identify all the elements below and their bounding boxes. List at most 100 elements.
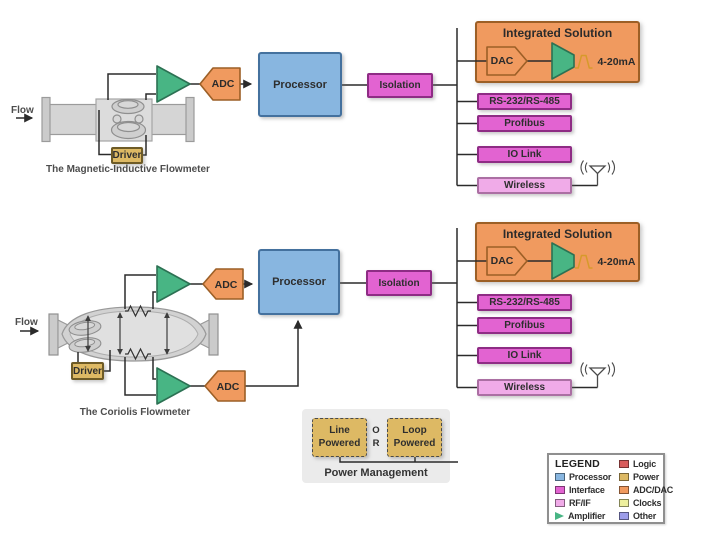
other-swatch [619,512,629,521]
processor-swatch [555,473,565,482]
interface-label: RS-232/RS-485 [489,297,560,308]
wire [124,357,156,396]
isolation-label: Isolation [379,79,421,91]
interface-block-profibus[interactable]: Profibus [477,317,572,334]
line-powered-block[interactable]: Line Powered [312,418,367,457]
interface-label: RS-232/RS-485 [489,96,560,107]
amplifier-icon[interactable] [156,65,191,103]
wire [152,357,156,380]
legend-item-amplifier: Amplifier [555,511,611,521]
loop-powered-block[interactable]: Loop Powered [387,418,442,457]
flowmeter-caption: The Magnetic-Inductive Flowmeter [46,164,210,175]
wire [339,457,458,463]
logic-swatch [619,460,629,469]
interface-label: IO Link [507,149,542,160]
interface-block-io-link[interactable]: IO Link [477,146,572,163]
coil-top-inner [117,100,139,109]
processor-block[interactable]: Processor [258,52,342,117]
legend-item-label: RF/IF [569,498,591,509]
amplifier-icon[interactable] [156,367,191,405]
legend-item-label: Interface [569,485,605,496]
magnetic-flowmeter-graphic [41,96,195,143]
interface-block-io-link[interactable]: IO Link [477,347,572,364]
driver-block[interactable]: Driver [111,146,143,164]
legend-item-label: ADC/DAC [633,485,674,496]
pipe-flange-left [41,96,51,143]
legend-item-adc-dac: ADC/DAC [619,485,673,495]
electrode-left [112,114,122,124]
wire [145,93,156,100]
interface-block-profibus[interactable]: Profibus [477,115,572,132]
interface-block-rs232-rs485[interactable]: RS-232/RS-485 [477,93,572,110]
legend-item-label: Amplifier [568,511,606,522]
interface-swatch [555,486,565,495]
legend-item-clocks: Clocks [619,498,673,508]
wire [124,274,156,309]
flowmeter-caption: The Coriolis Flowmeter [79,407,191,418]
pulse-icon [575,254,593,269]
power-management-title: Power Management [324,467,428,479]
electrode-right [134,114,144,124]
wireless-block[interactable]: Wireless [477,177,572,194]
flow-label: Flow [15,317,38,328]
driver-label: Driver [73,365,102,377]
current-loop-output-label: 4-20mA [597,255,636,268]
antenna-icon [580,160,616,186]
legend-item-interface: Interface [555,485,611,495]
wireless-block[interactable]: Wireless [477,379,572,396]
adc-block-shape[interactable] [202,268,244,300]
pulse-icon [575,54,593,69]
power-swatch [619,473,629,482]
legend-title-row: LEGEND [555,458,611,471]
adc-label: ADC [211,78,235,90]
adc-label: ADC [214,279,238,291]
legend-item-label: Logic [633,459,656,470]
legend-item-logic: Logic [619,459,673,469]
amplifier-icon[interactable] [551,42,575,80]
wire [98,110,111,156]
isolation-block[interactable]: Isolation [367,72,433,98]
amplifier-icon[interactable] [551,242,575,280]
legend-panel: LEGEND Processor Interface RF/IF Amplifi… [547,453,673,524]
amplifier-icon[interactable] [156,265,191,303]
integrated-solution-title: Integrated Solution [502,227,613,241]
driver-block[interactable]: Driver [71,362,104,380]
dac-label: DAC [490,255,514,267]
isolation-block[interactable]: Isolation [366,270,432,296]
pickoff-resistor-top [125,304,151,318]
legend-item-other: Other [619,511,673,521]
legend-right-column: Logic Power ADC/DAC Clocks Other [619,459,673,521]
interface-block-rs232-rs485[interactable]: RS-232/RS-485 [477,294,572,311]
driver-label: Driver [112,149,142,161]
magnetic-chain-wires [16,28,598,187]
adc-label: ADC [216,381,240,393]
pipe-flange-right [208,313,219,356]
adc-block-shape[interactable] [204,370,246,402]
pipe-flange-right [185,96,195,143]
amplifier-triangle-icon [555,512,564,521]
power-connector-wires [339,457,458,463]
dac-block-shape[interactable] [486,246,528,276]
legend-item-power: Power [619,472,673,482]
wire [152,291,156,309]
current-loop-output-label: 4-20mA [597,55,636,68]
processor-block[interactable]: Processor [258,249,340,315]
wire [104,350,111,372]
coil-bottom-inner [116,121,141,133]
legend-item-label: Power [633,472,660,483]
line-powered-label: Line Powered [318,425,361,449]
rf-if-swatch [555,499,565,508]
wireless-label: Wireless [503,382,546,393]
legend-item-processor: Processor [555,472,611,482]
legend-item-label: Other [633,511,657,522]
legend-title: LEGEND [555,458,600,471]
legend-left-column: LEGEND Processor Interface RF/IF Amplifi… [555,458,611,521]
flow-label: Flow [11,105,34,116]
legend-item-label: Processor [569,472,612,483]
adc-block-shape[interactable] [199,67,241,101]
wire [143,135,147,156]
dac-block-shape[interactable] [486,46,528,76]
interface-label: Profibus [504,118,545,129]
integrated-solution-title: Integrated Solution [502,26,613,40]
